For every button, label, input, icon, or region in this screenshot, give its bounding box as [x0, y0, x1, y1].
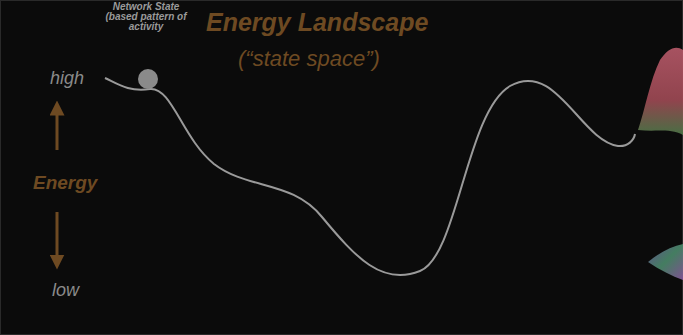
network-state-ball [138, 69, 158, 89]
surface-plot-fragment [648, 244, 683, 280]
surface-plot-fragment [638, 48, 683, 135]
title: Energy Landscape [206, 8, 428, 37]
up-arrow [56, 108, 59, 150]
energy-curve [105, 78, 635, 275]
subtitle: (“state space”) [238, 46, 380, 72]
axis-high: high [50, 68, 84, 89]
down-arrow [56, 212, 59, 262]
network-state-label: Network State (based pattern of activity [96, 2, 196, 32]
axis-low: low [52, 280, 79, 301]
axis-title: Energy [33, 172, 97, 194]
